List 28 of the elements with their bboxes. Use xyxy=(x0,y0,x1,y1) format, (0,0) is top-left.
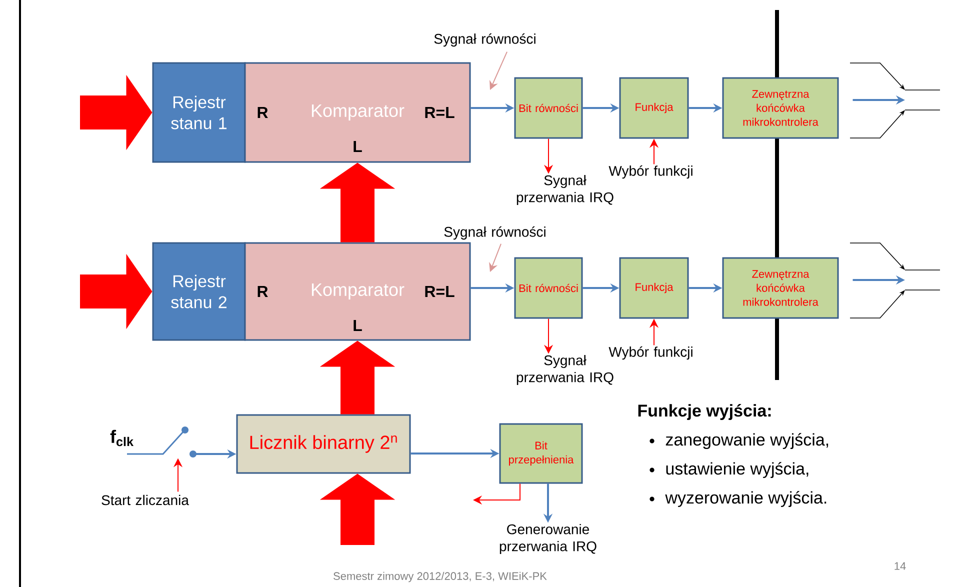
port-label: R=L xyxy=(425,107,454,118)
signal-label: Wybór funkcji xyxy=(608,346,692,360)
signal-label: Sygnał równości xyxy=(444,226,546,240)
function-box: Funkcja xyxy=(619,257,689,319)
counter-box: Licznik binarny 2$^{n}$ xyxy=(236,414,411,474)
list-heading: Funkcje wyjścia: xyxy=(638,404,771,420)
bit-box: Bit przepełnienia xyxy=(499,423,583,484)
page-number: 14 xyxy=(894,562,906,570)
signal-label: Start zliczania xyxy=(102,494,189,506)
signal-label: Generowanie przerwania IRQ xyxy=(500,524,596,554)
pin-box: Zewnętrzna końcówka mikrokontrolera xyxy=(722,257,839,319)
port-label: R xyxy=(258,107,268,118)
port-label: L xyxy=(354,320,362,331)
clock-label: f$_{clk}$ xyxy=(110,430,134,446)
bit-box: Bit równości xyxy=(514,77,583,139)
bullet-item: wyzerowanie wyjścia. xyxy=(650,490,826,508)
function-box: Funkcja xyxy=(619,77,689,139)
register-box: Rejestr stanu 1 xyxy=(152,62,246,163)
bullet-item: ustawienie wyjścia, xyxy=(650,462,808,478)
port-label: R=L xyxy=(425,286,454,297)
port-label: R xyxy=(258,286,268,297)
signal-label: Sygnał równości xyxy=(434,33,536,47)
pin-box: Zewnętrzna końcówka mikrokontrolera xyxy=(722,77,839,139)
bullet-item: zanegowanie wyjścia, xyxy=(650,432,828,450)
footer-text: Semestr zimowy 2012/2013, E-3, WIEiK-PK xyxy=(334,572,547,582)
register-box: Rejestr stanu 2 xyxy=(152,242,246,341)
port-label: L xyxy=(354,141,362,152)
bit-box: Bit równości xyxy=(514,257,583,319)
